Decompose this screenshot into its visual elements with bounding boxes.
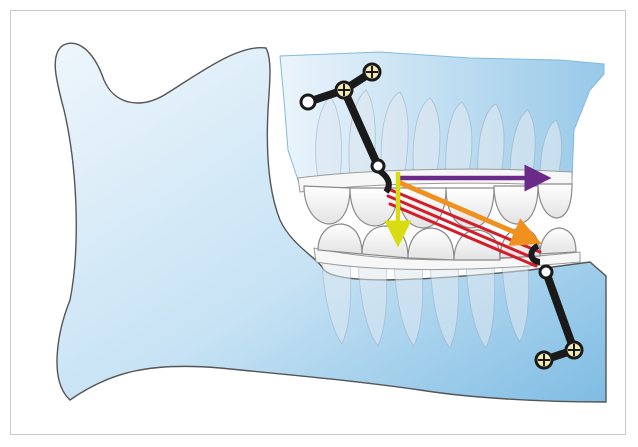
upper-ring-icon [301, 95, 315, 109]
lower-ring-icon [540, 266, 552, 278]
upper-teeth [304, 184, 572, 228]
upper-hook-ring-icon [372, 160, 384, 172]
